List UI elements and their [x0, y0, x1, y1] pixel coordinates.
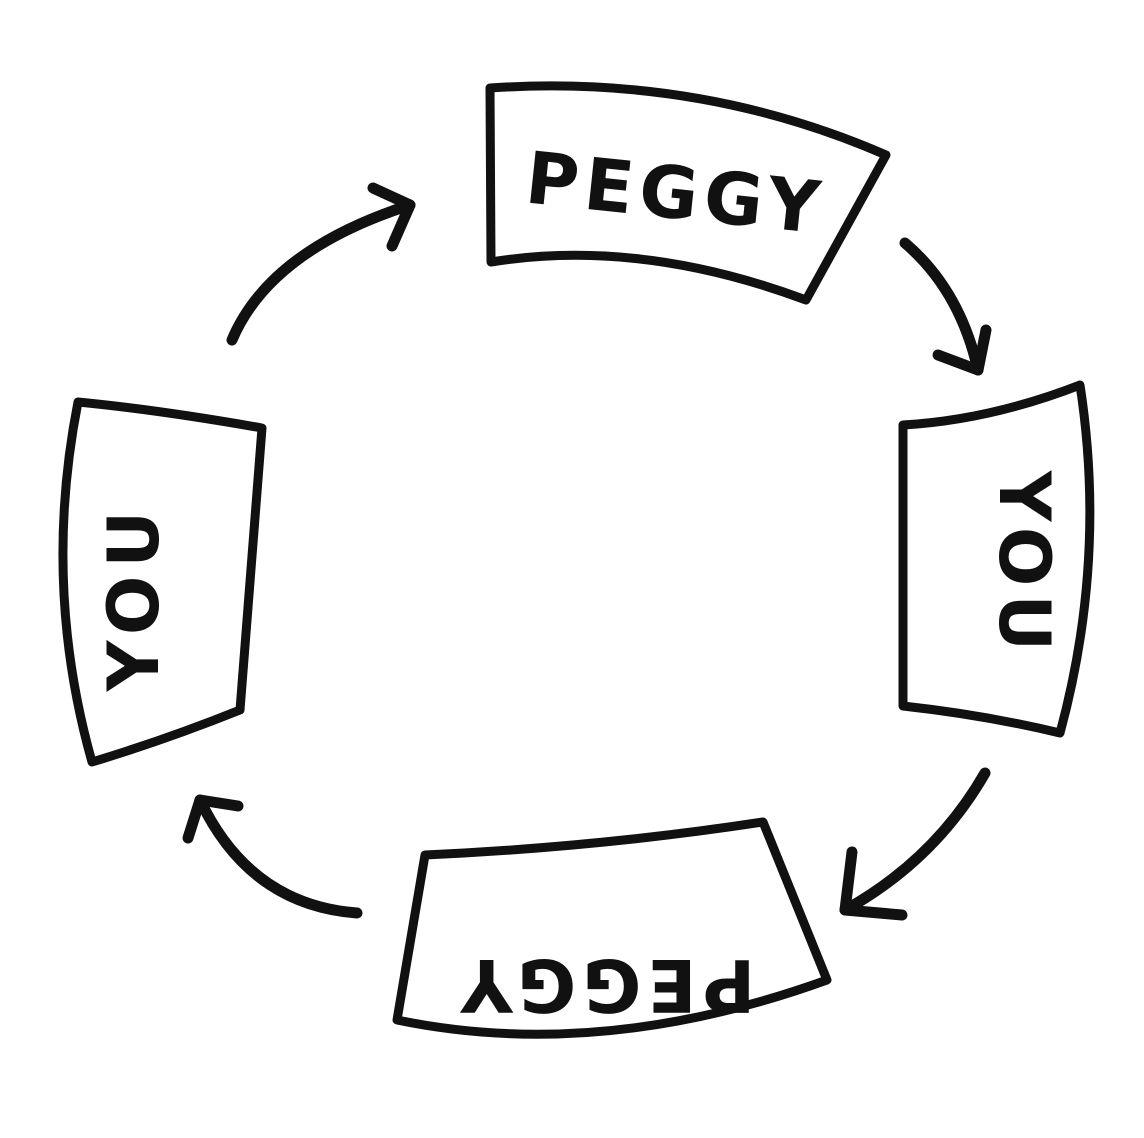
arrow-top-to-right-shaft — [899, 237, 984, 376]
arrow-top-to-right — [899, 237, 992, 376]
card-right-outline — [898, 380, 1095, 738]
card-top: PEGGY — [485, 81, 891, 305]
card-left: YOU — [58, 397, 267, 767]
card-right-label: YOU — [983, 470, 1065, 660]
arrow-right-to-bottom-shaft — [839, 767, 991, 916]
card-bottom: PEGGY — [392, 817, 832, 1039]
arrow-right-to-bottom — [839, 767, 991, 921]
card-bottom-outline — [392, 817, 832, 1039]
card-top-outline — [485, 81, 891, 305]
arrow-left-to-top-shaft — [226, 199, 416, 346]
arrow-left-to-top — [226, 182, 416, 346]
arrow-left-to-top-head — [367, 182, 416, 252]
card-right: YOU — [898, 380, 1095, 738]
arrow-bottom-to-left-shaft — [194, 794, 363, 919]
card-left-outline — [58, 397, 267, 767]
arrow-bottom-to-left — [182, 794, 363, 919]
card-left-label: YOU — [93, 503, 175, 693]
card-bottom-label: PEGGY — [455, 943, 756, 1027]
arrow-top-to-right-head — [932, 324, 992, 376]
arrow-bottom-to-left-head — [182, 794, 244, 844]
arrow-right-to-bottom-head — [839, 846, 908, 921]
